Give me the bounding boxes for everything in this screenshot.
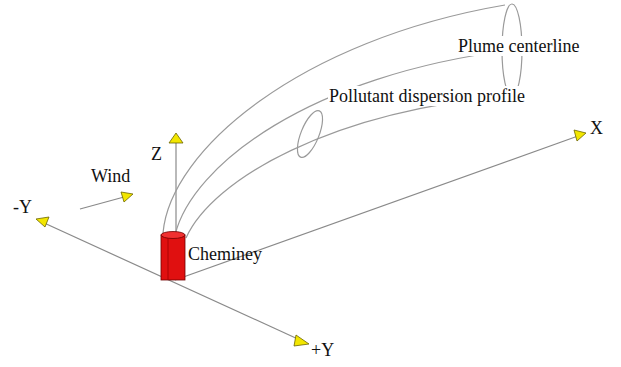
plus-y-arrowhead xyxy=(294,335,309,346)
wind-arrowhead xyxy=(121,192,133,202)
minus-y-arrowhead xyxy=(36,217,49,227)
chimney xyxy=(161,232,185,281)
plus-y-label: +Y xyxy=(310,340,335,360)
chimney-label: Cheminey xyxy=(187,244,263,264)
minus-y-label: -Y xyxy=(12,197,33,217)
x-axis-label: X xyxy=(589,118,604,138)
plume-lower-edge xyxy=(186,95,518,238)
plume-centerline xyxy=(175,50,512,235)
wind-arrow xyxy=(80,197,124,209)
x-axis xyxy=(175,136,578,280)
dispersion-profile-label: Pollutant dispersion profile xyxy=(328,86,526,106)
z-axis-label: Z xyxy=(150,144,163,164)
z-arrowhead xyxy=(169,133,183,143)
dispersion-ellipse xyxy=(292,107,327,160)
x-arrowhead xyxy=(574,130,586,141)
plume-centerline-label: Plume centerline xyxy=(457,36,580,56)
wind-label: Wind xyxy=(90,166,131,186)
y-axis xyxy=(42,222,300,340)
plume-upper-edge xyxy=(163,5,505,233)
